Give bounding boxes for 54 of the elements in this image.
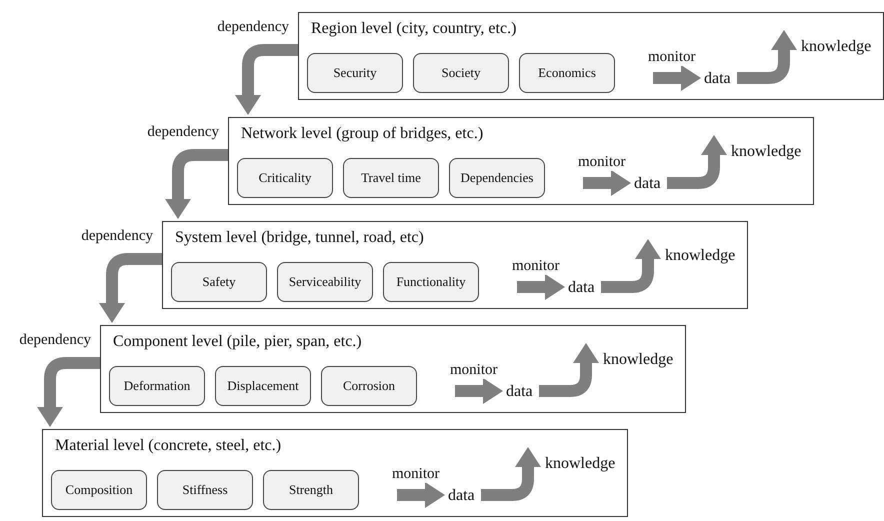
arrow xyxy=(583,170,631,196)
flow-text: knowledge xyxy=(801,37,872,57)
metric-box: Travel time xyxy=(343,158,439,198)
level-panel xyxy=(100,325,686,413)
flow-text: data xyxy=(448,486,475,506)
flow-text: data xyxy=(506,382,533,402)
flow-text: data xyxy=(704,69,731,89)
metric-box: Displacement xyxy=(215,366,311,406)
edge-label: monitor xyxy=(577,153,626,171)
flow-text: knowledge xyxy=(731,142,802,162)
metric-box: Serviceability xyxy=(277,262,373,302)
metric-box: Functionality xyxy=(383,262,479,302)
edge-label: dependency xyxy=(216,18,290,36)
edge-label: monitor xyxy=(449,361,498,379)
metric-box: Deformation xyxy=(109,366,205,406)
arrow xyxy=(737,30,797,84)
edge-label: monitor xyxy=(511,257,560,275)
metric-box: Strength xyxy=(263,470,359,510)
level-title: Region level (city, country, etc.) xyxy=(311,20,516,38)
metric-box: Stiffness xyxy=(157,470,253,510)
metric-box: Corrosion xyxy=(321,366,417,406)
metric-box: Safety xyxy=(171,262,267,302)
level-panel xyxy=(162,221,748,309)
arrow xyxy=(397,482,445,508)
flow-text: knowledge xyxy=(665,246,736,266)
metric-box: Economics xyxy=(519,53,615,93)
edge-label: monitor xyxy=(647,48,696,66)
edge-label: monitor xyxy=(391,465,440,483)
arrow xyxy=(455,378,503,404)
level-title: Network level (group of bridges, etc.) xyxy=(241,125,484,143)
level-panel xyxy=(42,429,628,517)
metric-box: Criticality xyxy=(237,158,333,198)
level-title: System level (bridge, tunnel, road, etc) xyxy=(175,229,424,247)
metric-box: Society xyxy=(413,53,509,93)
metric-box: Security xyxy=(307,53,403,93)
level-title: Material level (concrete, steel, etc.) xyxy=(55,437,282,455)
level-title: Component level (pile, pier, span, etc.) xyxy=(113,333,362,351)
flow-text: data xyxy=(568,278,595,298)
metric-box: Composition xyxy=(51,470,147,510)
edge-label: dependency xyxy=(80,227,154,245)
level-panel xyxy=(298,12,884,100)
metric-box: Dependencies xyxy=(449,158,545,198)
arrow xyxy=(539,343,599,397)
arrow xyxy=(667,135,727,189)
arrow xyxy=(653,65,701,91)
flow-text: knowledge xyxy=(545,454,616,474)
level-panel xyxy=(228,117,814,205)
arrow xyxy=(517,274,565,300)
edge-label: dependency xyxy=(18,331,92,349)
edge-label: dependency xyxy=(146,123,220,141)
arrow xyxy=(481,447,541,501)
flow-text: data xyxy=(634,174,661,194)
arrow xyxy=(601,239,661,293)
flow-text: knowledge xyxy=(603,350,674,370)
